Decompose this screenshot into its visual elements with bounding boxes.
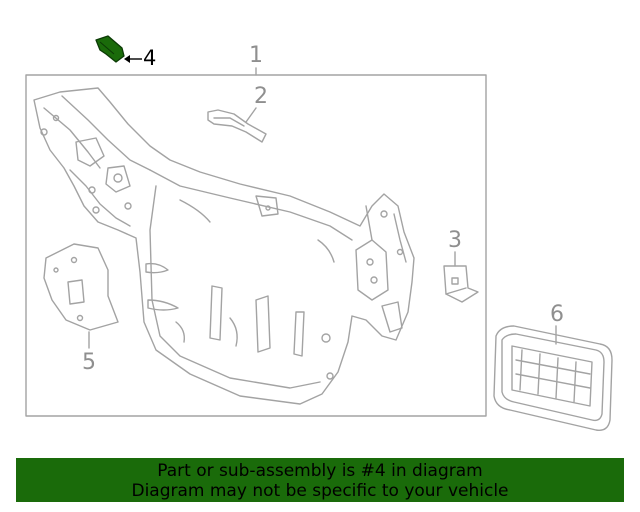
callout-2: 2 [254, 84, 268, 109]
leader-line-2 [245, 107, 257, 123]
part-6-vent-grille [493, 325, 613, 431]
callout-3: 3 [448, 228, 462, 253]
part-3-angle-bracket [443, 251, 479, 303]
banner-line-disclaimer: Diagram may not be specific to your vehi… [131, 481, 509, 501]
part-1-rear-panel [33, 87, 415, 405]
callout-5: 5 [82, 350, 96, 375]
part-4-clip-highlighted [95, 35, 142, 63]
info-banner: Part or sub-assembly is #4 in diagram Di… [16, 458, 624, 502]
callout-4: 4 [143, 46, 157, 70]
callout-6: 6 [550, 302, 564, 327]
part-2-bracket [207, 107, 267, 143]
callout-1: 1 [249, 43, 263, 68]
banner-line-part: Part or sub-assembly is #4 in diagram [157, 461, 483, 481]
part-5-plate [43, 243, 119, 349]
